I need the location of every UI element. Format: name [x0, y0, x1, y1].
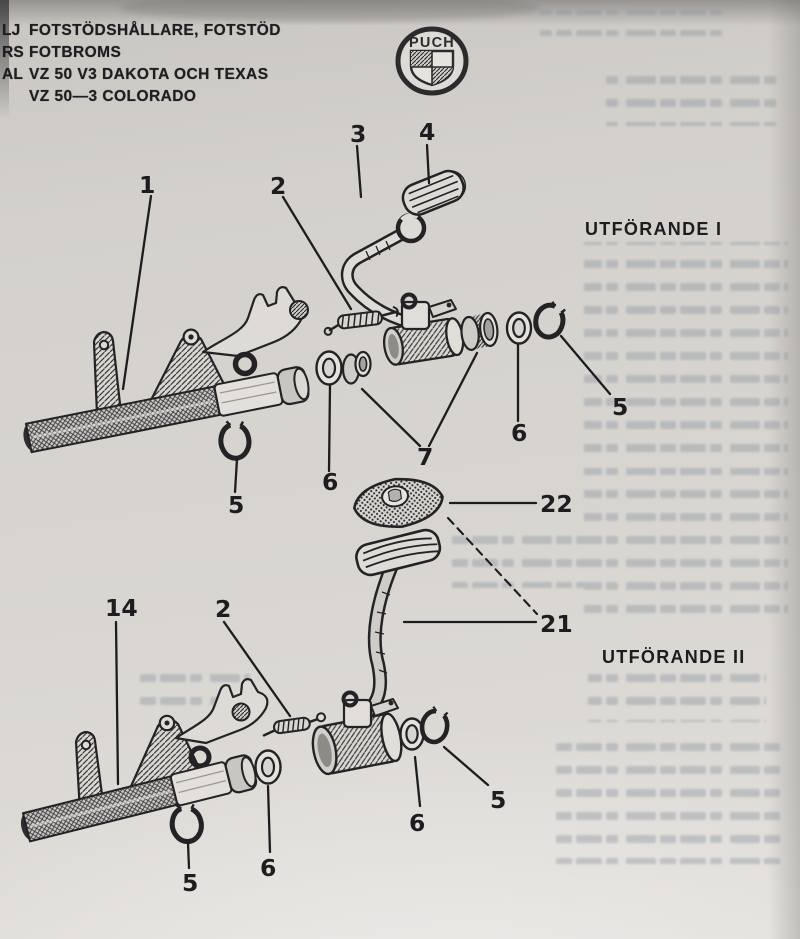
callout-5: 5 — [612, 393, 628, 421]
callout-6: 6 — [409, 809, 425, 837]
page-header: LJ FOTSTÖDSHÅLLARE, FOTSTÖD RS FOTBROMS … — [2, 22, 281, 110]
callout-1: 1 — [139, 171, 155, 199]
title-row-3: AL VZ 50 V3 DAKOTA OCH TEXAS — [2, 66, 281, 88]
leader-line — [233, 457, 239, 494]
bleedthrough-text — [140, 10, 788, 864]
leader-line — [559, 334, 612, 396]
leader-line — [355, 144, 363, 199]
claw-knob — [289, 300, 309, 320]
callout-4: 4 — [419, 118, 435, 146]
leader-line — [114, 620, 120, 786]
callout-5: 5 — [490, 786, 506, 814]
pedal-face — [355, 528, 442, 577]
callout-3: 3 — [350, 120, 366, 148]
diagram-utforande-1: UTFÖRANDE I — [23, 118, 722, 519]
return-spring — [262, 712, 327, 737]
circlip — [419, 706, 450, 745]
leader-line — [281, 195, 353, 311]
circlip — [169, 803, 204, 845]
callout-14: 14 — [105, 594, 138, 622]
claw-knob — [231, 702, 251, 722]
leader-line — [327, 383, 332, 473]
callout-2: 2 — [215, 595, 231, 623]
title-row-2: RS FOTBROMS — [2, 44, 281, 66]
claw-bracket — [201, 286, 305, 358]
leader-line — [266, 784, 272, 854]
leader-line — [186, 841, 191, 870]
page-title: FOTSTÖDSHÅLLARE, FOTSTÖD — [29, 22, 281, 39]
page-edge-strip — [0, 0, 9, 118]
eye-ring — [232, 351, 258, 377]
section-title-1: UTFÖRANDE I — [585, 219, 722, 239]
pedal-rubber-cap — [352, 477, 444, 528]
puch-logo: PUCH — [395, 26, 469, 96]
callout-6: 6 — [260, 854, 276, 882]
leader-line — [360, 351, 479, 448]
logo-shield-quadrant — [432, 67, 453, 85]
pivot-clamp — [341, 690, 399, 729]
eye-ring — [188, 745, 212, 769]
title-row-4: VZ 50—3 COLORADO — [2, 88, 281, 110]
washer — [315, 350, 343, 386]
washer — [254, 749, 282, 785]
claw-bracket — [174, 678, 269, 745]
footrest-bar — [20, 754, 258, 843]
footrest-bar — [23, 366, 310, 454]
leader-line-dashed — [446, 516, 539, 616]
margin-fragment: LJ — [2, 22, 21, 39]
callout-5: 5 — [228, 491, 244, 519]
bushing — [460, 311, 499, 351]
pivot-clamp — [400, 292, 457, 331]
logo-wordmark: PUCH — [409, 35, 455, 51]
margin-fragment: AL — [2, 66, 24, 83]
margin-fragment: RS — [2, 44, 24, 61]
callout-6: 6 — [322, 468, 338, 496]
leader-line — [425, 143, 431, 185]
callout-2: 2 — [270, 172, 286, 200]
return-spring — [323, 306, 399, 336]
washer — [505, 311, 533, 345]
callout-21: 21 — [540, 610, 573, 638]
callout-5: 5 — [182, 869, 198, 897]
leader-line — [222, 620, 292, 718]
page-subtitle: FOTBROMS — [29, 44, 122, 61]
circlip — [218, 420, 252, 461]
title-row-1: LJ FOTSTÖDSHÅLLARE, FOTSTÖD — [2, 22, 281, 44]
leader-line — [442, 745, 490, 787]
pedal-rubber — [401, 169, 467, 216]
callout-6: 6 — [511, 419, 527, 447]
logo-shield-quadrant — [411, 51, 432, 67]
circlip — [533, 301, 566, 340]
strap-hole — [98, 339, 110, 351]
flanged-bushing — [341, 350, 372, 385]
leader-line — [413, 755, 422, 808]
leader-line — [121, 194, 153, 391]
diagram-utforande-2: UTFÖRANDE II — [20, 477, 746, 897]
section-title-2: UTFÖRANDE II — [602, 647, 746, 667]
pivot-sleeve — [382, 317, 465, 366]
callout-22: 22 — [540, 490, 573, 518]
callout-7: 7 — [417, 443, 433, 471]
washer — [399, 717, 425, 751]
strap-hole — [80, 739, 92, 751]
model-line-2: VZ 50—3 COLORADO — [29, 88, 197, 105]
model-line-1: VZ 50 V3 DAKOTA OCH TEXAS — [29, 66, 269, 83]
